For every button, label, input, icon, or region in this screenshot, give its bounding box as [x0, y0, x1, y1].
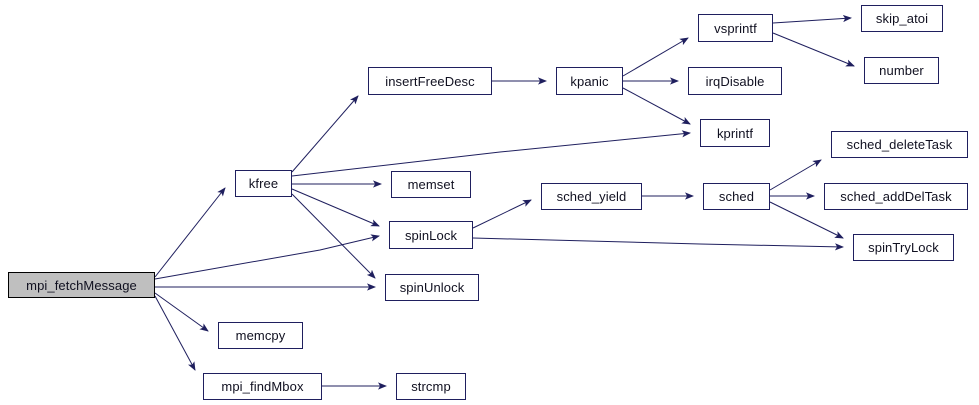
- node-spinTryLock[interactable]: spinTryLock: [853, 234, 954, 261]
- node-kpanic[interactable]: kpanic: [556, 67, 623, 95]
- edge-sched-to-spinTryLock: [769, 201, 844, 239]
- edge-vsprintf-to-number: [772, 32, 855, 67]
- node-spinUnlock[interactable]: spinUnlock: [385, 274, 479, 301]
- node-kprintf[interactable]: kprintf: [700, 119, 770, 147]
- edge-mpi_fetchMessage-to-kfree: [154, 187, 226, 278]
- graph-edges: [154, 14, 855, 390]
- node-irqDisable[interactable]: irqDisable: [688, 67, 782, 95]
- edge-kfree-to-spinLock: [291, 188, 380, 227]
- edge-spinLock-to-sched_yield: [472, 199, 532, 229]
- node-memset[interactable]: memset: [391, 171, 471, 198]
- node-memcpy[interactable]: memcpy: [218, 322, 303, 349]
- node-kfree[interactable]: kfree: [235, 170, 292, 197]
- node-vsprintf[interactable]: vsprintf: [698, 14, 773, 42]
- node-spinLock[interactable]: spinLock: [389, 221, 473, 249]
- node-skip_atoi[interactable]: skip_atoi: [861, 5, 943, 32]
- node-mpi_fetchMessage[interactable]: mpi_fetchMessage: [8, 272, 155, 298]
- node-sched_addDelTask[interactable]: sched_addDelTask: [824, 183, 968, 210]
- edge-sched-to-sched_deleteTask: [769, 159, 822, 191]
- edge-kpanic-to-vsprintf: [622, 37, 689, 77]
- edge-spinLock-to-spinTryLock: [472, 237, 844, 251]
- node-sched[interactable]: sched: [703, 183, 770, 210]
- edge-kfree-to-insertFreeDesc: [291, 95, 359, 173]
- edge-kpanic-to-kprintf: [622, 87, 691, 125]
- node-insertFreeDesc[interactable]: insertFreeDesc: [368, 67, 492, 95]
- edge-kfree-to-spinUnlock: [291, 193, 376, 279]
- node-sched_yield[interactable]: sched_yield: [541, 183, 642, 210]
- node-mpi_findMbox[interactable]: mpi_findMbox: [203, 373, 322, 400]
- edge-mpi_fetchMessage-to-memcpy: [154, 292, 209, 332]
- node-sched_deleteTask[interactable]: sched_deleteTask: [831, 131, 968, 158]
- node-strcmp[interactable]: strcmp: [396, 373, 466, 400]
- edge-mpi_fetchMessage-to-spinLock: [154, 234, 380, 280]
- edge-vsprintf-to-skip_atoi: [772, 14, 852, 24]
- edge-kfree-to-kprintf: [291, 130, 691, 177]
- node-number[interactable]: number: [864, 57, 939, 84]
- edge-mpi_fetchMessage-to-mpi_findMbox: [154, 295, 196, 371]
